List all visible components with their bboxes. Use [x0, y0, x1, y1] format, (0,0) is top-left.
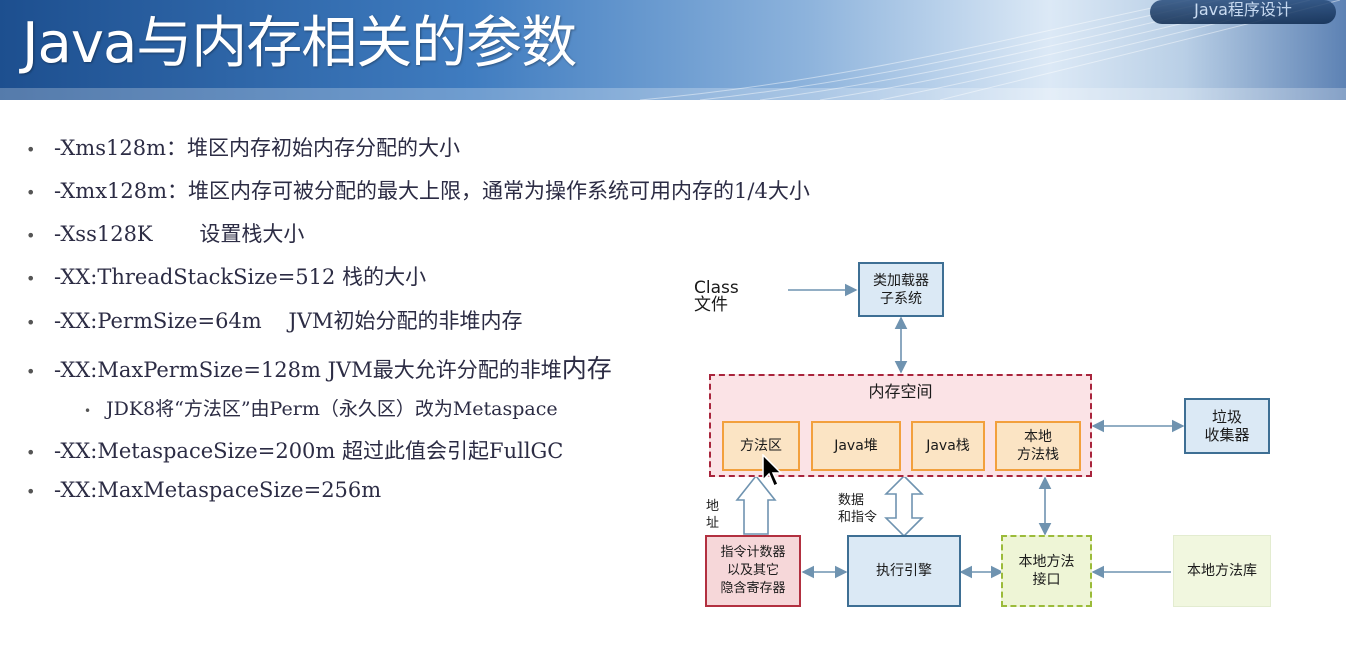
native-interface-box: 本地方法 接口 [1001, 535, 1092, 607]
execution-engine-box: 执行引擎 [847, 535, 961, 607]
brand-badge: Java程序设计 [1150, 0, 1336, 24]
pc-register-box: 指令计数器 以及其它 隐含寄存器 [705, 535, 801, 607]
native-library-box: 本地方法库 [1173, 535, 1271, 607]
bullet-icon: • [26, 482, 36, 501]
banner-decoration [0, 0, 1346, 100]
method-area-box: 方法区 [722, 421, 800, 471]
list-item: •-XX:ThreadStackSize=512 栈的大小 [26, 265, 427, 289]
list-item: •-Xms128m：堆区内存初始内存分配的大小 [26, 136, 460, 160]
bullet-icon: • [26, 226, 36, 245]
address-label: 地址 [706, 499, 720, 531]
arrow-data-instructions [884, 474, 924, 538]
list-item: •-Xss128K 设置栈大小 [26, 222, 305, 246]
slide-title: Java与内存相关的参数 [22, 11, 577, 76]
list-item: •-XX:MaxPermSize=128m JVM最大允许分配的非堆内存 [26, 354, 612, 383]
sub-list-item: •JDK8将“方法区”由Perm（永久区）改为Metaspace [84, 398, 558, 420]
class-file-label: Class文件 [694, 278, 739, 315]
bullet-icon: • [84, 404, 92, 418]
bullet-icon: • [26, 183, 36, 202]
arrow-address [735, 474, 777, 535]
java-stack-box: Java栈 [911, 421, 985, 471]
native-method-stack-box: 本地 方法栈 [995, 421, 1081, 471]
data-instructions-label: 数据 和指令 [838, 493, 878, 525]
list-item: •-XX:MaxMetaspaceSize=256m [26, 478, 382, 502]
bullet-icon: • [26, 140, 36, 159]
bullet-icon: • [26, 362, 36, 381]
bullet-icon: • [26, 313, 36, 332]
list-item: •-XX:PermSize=64m JVM初始分配的非堆内存 [26, 309, 523, 333]
class-loader-box: 类加载器 子系统 [858, 262, 944, 317]
list-item: •-XX:MetaspaceSize=200m 超过此值会引起FullGC [26, 439, 564, 463]
java-heap-box: Java堆 [811, 421, 901, 471]
mouse-cursor-icon [762, 454, 783, 488]
slide-header: Java与内存相关的参数 Java程序设计 [0, 0, 1346, 100]
bullet-icon: • [26, 443, 36, 462]
garbage-collector-box: 垃圾 收集器 [1184, 398, 1270, 454]
bullet-icon: • [26, 269, 36, 288]
list-item: •-Xmx128m：堆区内存可被分配的最大上限，通常为操作系统可用内存的1/4大… [26, 179, 810, 203]
